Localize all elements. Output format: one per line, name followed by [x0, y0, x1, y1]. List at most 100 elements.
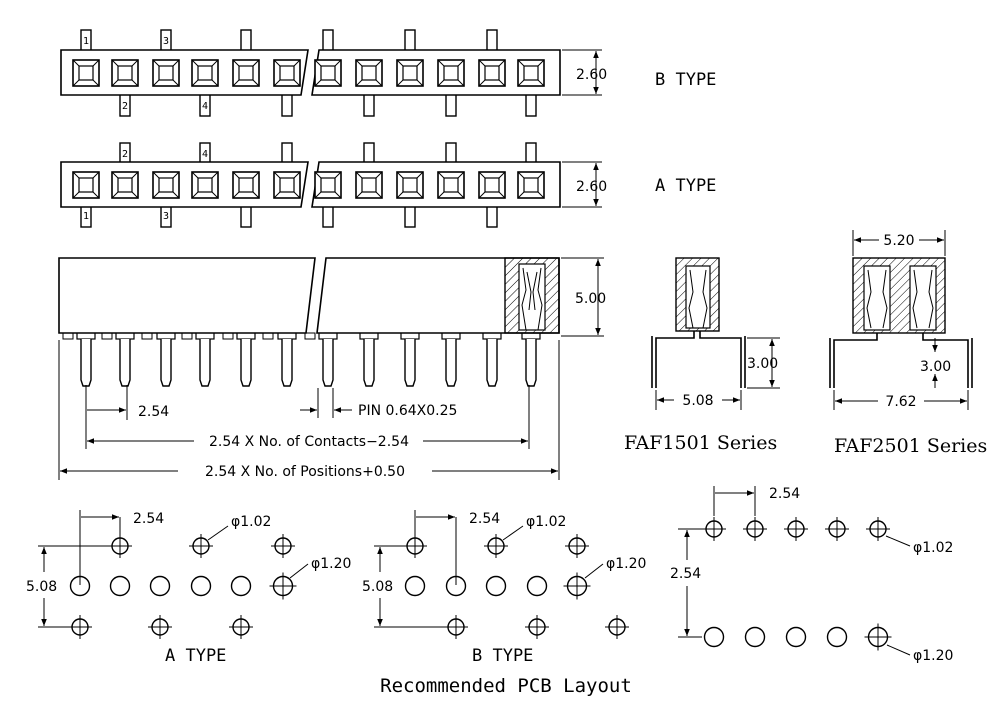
side-pitch-dim: 2.54: [138, 404, 169, 420]
contact-corner-line: [273, 79, 281, 87]
contact-corner-line: [111, 79, 119, 87]
pcb-right-row-dim: 2.54: [670, 566, 701, 582]
contact-corner-line: [375, 191, 383, 199]
contact-socket-inner: [197, 65, 213, 81]
contact-corner-line: [211, 79, 219, 87]
contact-corner-line: [334, 191, 342, 199]
contact-socket-inner: [279, 177, 295, 193]
contact-corner-line: [92, 191, 100, 199]
contact-corner-line: [355, 191, 363, 199]
contact-corner-line: [498, 171, 506, 179]
contact-corner-line: [314, 191, 322, 199]
contact-socket-inner: [484, 65, 500, 81]
pin-gap-block: [304, 332, 316, 340]
contact-corner-line: [437, 79, 445, 87]
contact-corner-line: [537, 191, 545, 199]
contact-socket-inner: [402, 65, 418, 81]
pin-tab: [363, 92, 375, 117]
pin-gap-block: [181, 332, 193, 340]
pcb-hole-large: [703, 626, 725, 648]
pcb-right-large-hole-dim: φ1.20: [913, 648, 953, 664]
pin-leg: [119, 339, 131, 387]
pin-spec: PIN 0.64X0.25: [358, 403, 457, 419]
pin-leg: [281, 339, 293, 387]
pin-tab: [363, 142, 375, 165]
pcb-hole-large: [149, 575, 171, 597]
pin-tab: [486, 204, 498, 228]
a-type-top-pins: [119, 142, 537, 165]
pin-number-label: 4: [202, 149, 208, 160]
contact-corner-line: [478, 79, 486, 87]
pcb-a-type-holes: [68, 534, 297, 639]
pcb-right-angle-layout: 2.54 2.54 φ1.02 φ1.20: [670, 486, 953, 664]
side-height-dim: 5.00: [575, 291, 606, 307]
contact-corner-line: [375, 171, 383, 179]
b-type-label: B TYPE: [655, 70, 716, 90]
pin-gap-block: [141, 332, 153, 340]
contact-socket-inner: [320, 177, 336, 193]
contact-socket-inner: [402, 177, 418, 193]
b-type-bottom-pins: [119, 92, 537, 117]
contact-corner-line: [152, 191, 160, 199]
faf1501-series-label: FAF1501 Series: [624, 432, 777, 454]
contact-corner-line: [211, 191, 219, 199]
faf2501-width-dim: 7.62: [885, 394, 916, 410]
contact-corner-line: [293, 191, 301, 199]
pcb-b-row-dim: 5.08: [362, 579, 393, 595]
pin-leg: [445, 339, 457, 387]
pin-number-label: 2: [122, 149, 128, 160]
contact-corner-line: [172, 79, 180, 87]
b-type-top-view: 1 3 2 4 2.60 B TYPE: [60, 29, 716, 117]
side-view-pins: [62, 330, 541, 387]
contact-corner-line: [416, 171, 424, 179]
pin-tab: [281, 142, 293, 165]
contact-corner-line: [172, 191, 180, 199]
contact-corner-line: [314, 59, 322, 67]
contact-corner-line: [478, 191, 486, 199]
contact-corner-line: [72, 79, 80, 87]
contact-corner-line: [537, 79, 545, 87]
pin-tab: [525, 142, 537, 165]
faf1501-leg-dim: 3.00: [747, 356, 778, 372]
pcb-hole-large: [485, 575, 507, 597]
contact-socket-inner: [117, 177, 133, 193]
pin-tab: [322, 29, 334, 53]
contact-socket-inner: [78, 65, 94, 81]
pin-gap-block: [62, 332, 74, 340]
contact-corner-line: [273, 171, 281, 179]
contact-corner-line: [111, 191, 119, 199]
pcb-a-type-label: A TYPE: [165, 646, 226, 666]
contact-corner-line: [396, 191, 404, 199]
contact-socket-inner: [238, 177, 254, 193]
contact-corner-line: [152, 59, 160, 67]
contact-socket-inner: [78, 177, 94, 193]
contact-corner-line: [498, 191, 506, 199]
a-type-contacts: [72, 171, 545, 199]
contact-corner-line: [517, 79, 525, 87]
contact-corner-line: [273, 191, 281, 199]
contact-corner-line: [334, 79, 342, 87]
pin-tab: [445, 142, 457, 165]
pin-gap-block: [222, 332, 234, 340]
contact-corner-line: [355, 171, 363, 179]
a-type-height-dim: 2.60: [576, 179, 607, 195]
b-type-height-dim: 2.60: [576, 67, 607, 83]
contact-corner-line: [92, 59, 100, 67]
contact-corner-line: [498, 59, 506, 67]
pin-tab: [404, 29, 416, 53]
contact-corner-line: [172, 59, 180, 67]
pin-gap-block: [262, 332, 274, 340]
a-type-bottom-pins: [80, 204, 498, 228]
pin-number-label: 3: [163, 211, 169, 222]
pcb-a-row-dim: 5.08: [26, 579, 57, 595]
pin-leg: [199, 339, 211, 387]
faf2501-series-label: FAF2501 Series: [834, 435, 987, 457]
pin-tab: [445, 92, 457, 117]
pcb-right-angle-holes: [702, 517, 892, 651]
pin-gap-block: [101, 332, 113, 340]
contact-corner-line: [232, 191, 240, 199]
contact-socket-inner: [238, 65, 254, 81]
contact-corner-line: [92, 79, 100, 87]
contacts-formula: 2.54 X No. of Contacts−2.54: [209, 434, 409, 450]
pcb-layout-title: Recommended PCB Layout: [380, 675, 632, 697]
